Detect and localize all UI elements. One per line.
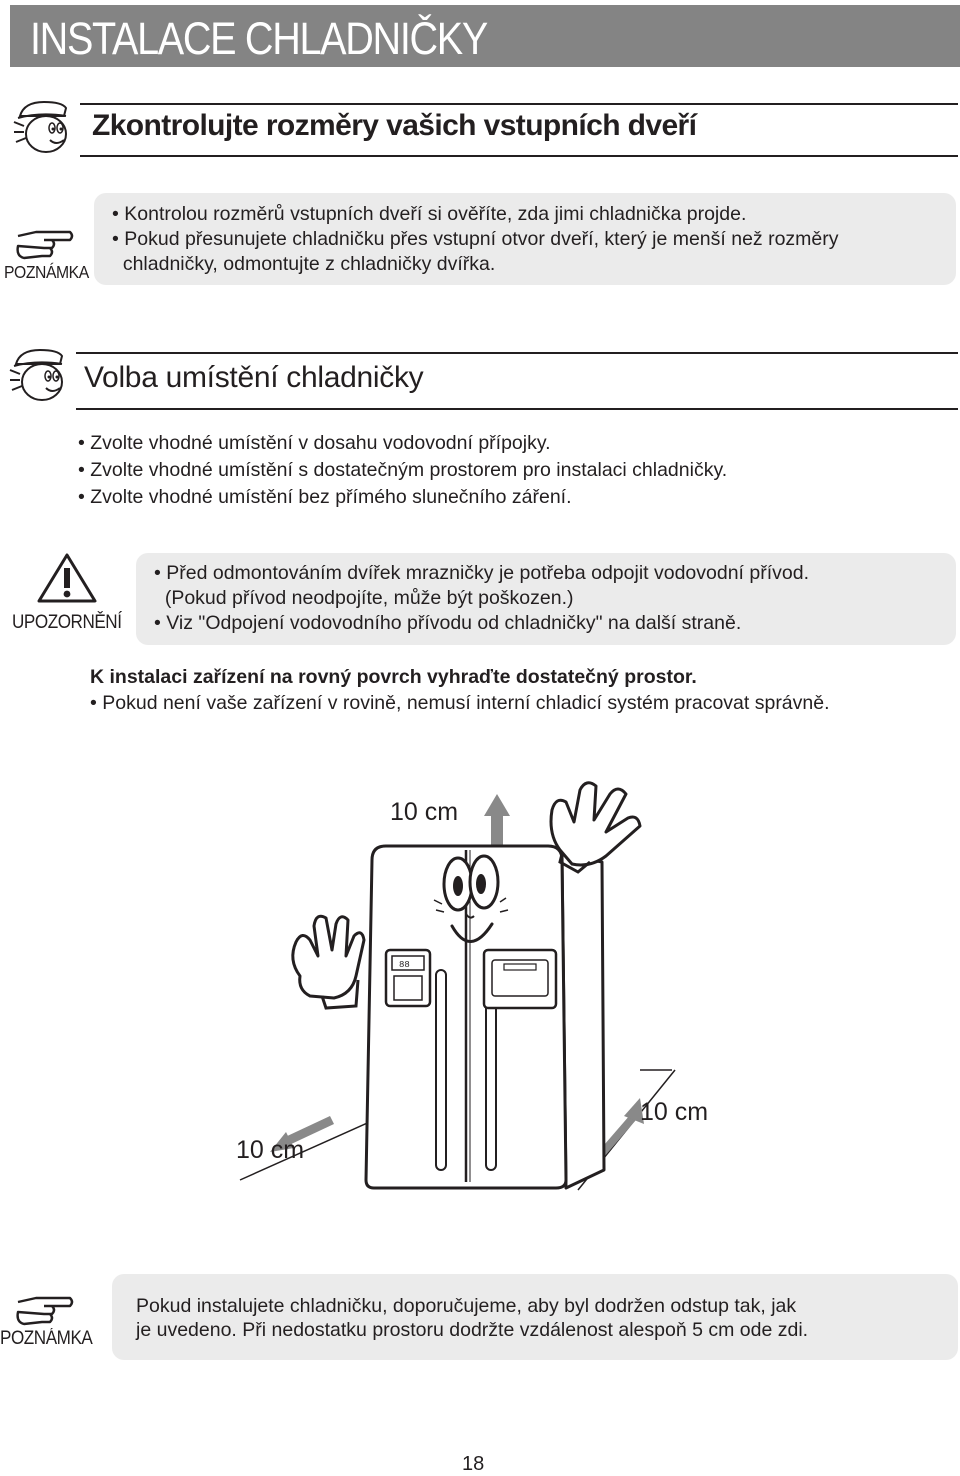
pointing-hand-icon (14, 228, 74, 264)
pointing-hand-icon (14, 1294, 74, 1330)
section-rule-bottom (76, 408, 958, 410)
level-heading: K instalaci zařízení na rovný povrch vyh… (90, 666, 697, 688)
placement-bullet-2: • Zvolte vhodné umístění s dostatečným p… (78, 459, 728, 481)
mascot-icon (6, 344, 76, 406)
fridge-face-icon (433, 854, 509, 943)
note2-line-2: je uvedeno. Při nedostatku prostoru dodr… (136, 1319, 809, 1341)
section-title-placement: Volba umístění chladničky (84, 361, 424, 394)
note-line-1: • Kontrolou rozměrů vstupních dveří si o… (112, 203, 747, 225)
section-rule-top (80, 103, 958, 105)
warning-line-1: • Před odmontováním dvířek mrazničky je … (154, 562, 810, 584)
page-title: INSTALACE CHLADNIČKY (30, 13, 488, 64)
right-glove-icon (549, 781, 642, 874)
page-number: 18 (462, 1453, 485, 1475)
note-box (112, 1274, 958, 1360)
left-glove-icon (291, 914, 366, 1010)
top-arrow-icon (484, 794, 510, 854)
note-box (94, 193, 956, 285)
warning-label: UPOZORNĚNÍ (12, 612, 122, 633)
note-line-2: • Pokud přesunujete chladničku přes vstu… (112, 228, 839, 250)
note-label: POZNÁMKA (4, 262, 89, 282)
placement-bullet-1: • Zvolte vhodné umístění v dosahu vodovo… (78, 432, 551, 454)
note2-line-1: Pokud instalujete chladničku, doporučuje… (136, 1295, 797, 1317)
mascot-icon (10, 96, 80, 158)
warning-line-2: (Pokud přívod neodpojíte, může být poško… (154, 587, 574, 609)
note-label: POZNÁMKA (0, 1328, 93, 1349)
top-clearance-label: 10 cm (390, 798, 459, 826)
side-arrow-icon (270, 1116, 334, 1152)
panel-digits: 88 (399, 960, 410, 970)
note-line-3: chladničky, odmontujte z chladničky dvíř… (112, 253, 496, 275)
back-arrow-icon (598, 1098, 644, 1157)
warning-line-3: • Viz "Odpojení vodovodního přívodu od c… (154, 612, 742, 634)
page-title-bar: INSTALACE CHLADNIČKY (10, 5, 960, 67)
placement-bullet-3: • Zvolte vhodné umístění bez přímého slu… (78, 486, 572, 508)
warning-box (136, 553, 956, 645)
section-rule-bottom (80, 155, 958, 157)
fridge-illustration: 88 (239, 781, 676, 1191)
section-rule-top (76, 352, 958, 354)
warning-triangle-icon (36, 552, 98, 604)
back-clearance-label: 10 cm (640, 1098, 709, 1126)
section-title-door: Zkontrolujte rozměry vašich vstupních dv… (92, 109, 697, 142)
fridge-clearance-diagram: 88 (0, 770, 960, 1230)
side-clearance-label: 10 cm (236, 1136, 305, 1164)
level-line: • Pokud není vaše zařízení v rovině, nem… (90, 692, 830, 714)
